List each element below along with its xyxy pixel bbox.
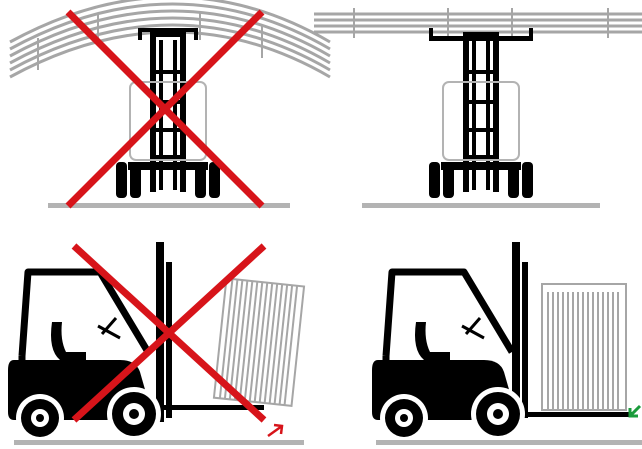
forklift-icon [429, 28, 533, 198]
panel-forks-straight-correct [314, 8, 642, 208]
cross-mark-icon [68, 12, 262, 206]
panel-load-tilted-back-correct [372, 242, 642, 445]
forklift-icon [372, 272, 525, 442]
straight-tube-bundle [314, 14, 642, 32]
tilt-arrow-icon [268, 425, 282, 436]
ground-line [376, 440, 642, 445]
panel-forks-bowed-wrong [10, 0, 330, 208]
ground-line [14, 440, 304, 445]
ground-line [362, 203, 600, 208]
panel-load-tilted-forward-wrong [8, 242, 304, 445]
bowed-tube-bundle [10, 0, 330, 77]
tilt-arrow-icon [630, 406, 640, 416]
tube-coil [542, 284, 626, 410]
ground-line [48, 203, 290, 208]
